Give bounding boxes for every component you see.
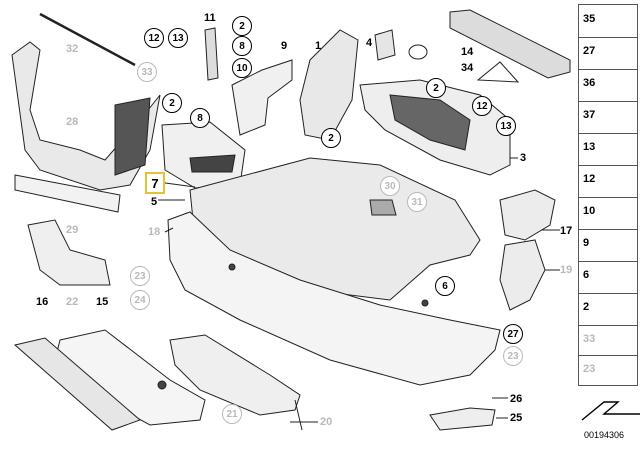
callout-29: 29 (66, 224, 79, 236)
bracket-part-19 (499, 239, 546, 311)
bracket-part (231, 59, 293, 136)
callout-18: 18 (148, 226, 161, 238)
callout-20: 20 (320, 416, 333, 428)
sidebar-item[interactable]: 36 (583, 77, 596, 89)
circled-2-a: 2 (162, 93, 182, 113)
sidebar-item[interactable]: 10 (583, 205, 596, 217)
rod-part (39, 12, 136, 67)
callout-19: 19 (560, 264, 573, 276)
sidebar-item[interactable]: 12 (583, 173, 596, 185)
callout-15: 15 (96, 296, 109, 308)
circled-23-b: 23 (503, 346, 523, 366)
callout-4: 4 (366, 37, 373, 49)
callout-25: 25 (510, 412, 523, 424)
sidebar-item[interactable]: 6 (583, 269, 590, 281)
callout-34: 34 (461, 62, 474, 74)
sidebar-item[interactable]: 9 (583, 237, 590, 249)
circled-2-c: 2 (321, 128, 341, 148)
callout-9: 9 (281, 40, 288, 52)
callout-22: 22 (66, 296, 79, 308)
sidebar-item[interactable]: 13 (583, 141, 596, 153)
pin-part (204, 27, 219, 81)
circled-12-a: 12 (144, 28, 164, 48)
front-trim-part (167, 211, 501, 386)
callout-14: 14 (461, 46, 474, 58)
lower-trim-part (169, 334, 301, 416)
circled-31: 31 (407, 192, 427, 212)
callout-5: 5 (151, 196, 158, 208)
circled-2-d: 2 (426, 78, 446, 98)
arrow-icon (581, 401, 640, 421)
sidebar-item[interactable]: 23 (583, 363, 596, 375)
lower-liner-part (27, 219, 111, 286)
circled-8-b: 8 (232, 36, 252, 56)
circled-8-a: 8 (190, 108, 210, 128)
callout-11: 11 (204, 12, 216, 24)
circled-13-b: 13 (496, 116, 516, 136)
callout-3: 3 (520, 152, 527, 164)
side-strip-part (13, 337, 141, 431)
document-id: 00194306 (584, 430, 625, 440)
bracket-part-17 (499, 189, 556, 241)
callout-1: 1 (315, 40, 322, 52)
circled-24: 24 (130, 290, 150, 310)
sidebar-item[interactable]: 27 (583, 45, 596, 57)
circled-23-a: 23 (130, 266, 150, 286)
highlighted-callout[interactable]: 7 (145, 172, 165, 194)
callout-28: 28 (66, 116, 79, 128)
sidebar-item[interactable]: 33 (583, 333, 596, 345)
circled-33: 33 (137, 62, 157, 82)
strip-part (14, 174, 121, 213)
circled-21: 21 (222, 404, 242, 424)
callout-17: 17 (560, 225, 573, 237)
bracket-part-25 (429, 407, 496, 431)
right-liner-part (299, 29, 359, 141)
callout-32: 32 (66, 43, 79, 55)
callout-16: 16 (36, 296, 49, 308)
parts-sidebar: 35 27 36 37 13 12 10 9 6 2 33 23 (578, 4, 638, 386)
circled-30: 30 (380, 176, 400, 196)
circled-12-b: 12 (472, 96, 492, 116)
sidebar-item[interactable]: 35 (583, 13, 596, 25)
circled-2-b: 2 (232, 16, 252, 36)
circled-27: 27 (503, 324, 523, 344)
rail-part (449, 9, 571, 79)
circled-10: 10 (232, 58, 252, 78)
clip-part (374, 29, 396, 61)
circled-13-a: 13 (168, 28, 188, 48)
sidebar-item[interactable]: 37 (583, 109, 596, 121)
callout-26: 26 (510, 393, 523, 405)
circled-6: 6 (435, 276, 455, 296)
sidebar-item[interactable]: 2 (583, 301, 590, 313)
